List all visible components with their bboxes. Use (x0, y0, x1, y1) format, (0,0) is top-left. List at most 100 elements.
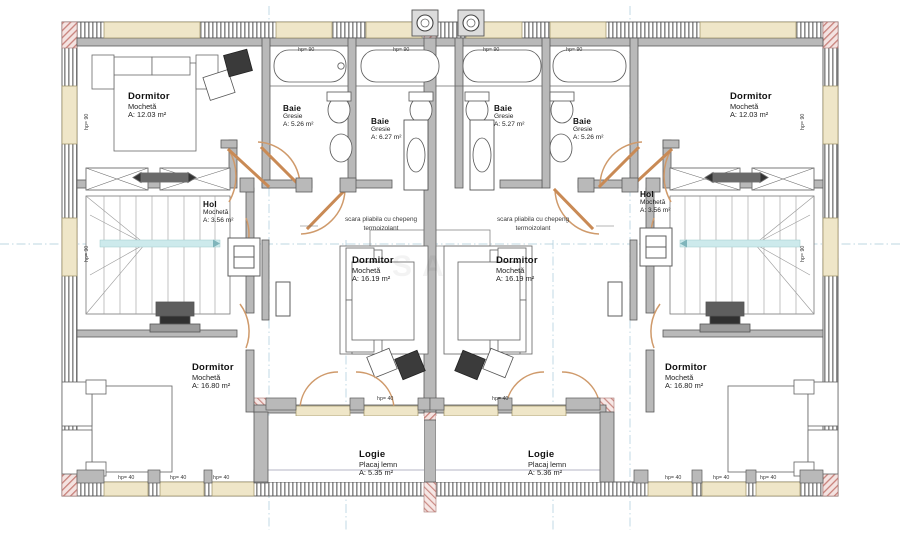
hp-left-side2: hp= 90 (84, 245, 90, 262)
room-area: A: 16.80 m² (665, 380, 704, 390)
staircase-left (85, 195, 231, 315)
room-name: Dormitor (496, 255, 538, 266)
room-finish: Placaj lemn (528, 459, 567, 469)
bathtub-icon (360, 49, 440, 83)
hp-br-1: hp= 40 (665, 475, 682, 481)
bathtub-icon (273, 49, 347, 83)
room-name: Baie (371, 117, 390, 126)
room-area: A: 5.36 m² (528, 467, 563, 477)
door-jambs (239, 177, 661, 193)
hp-bl-3: hp= 40 (213, 475, 230, 481)
room-name: Hol (640, 190, 654, 199)
window-piers (76, 397, 824, 484)
bathroom-fixtures (273, 49, 627, 191)
room-finish: Gresie (573, 126, 593, 134)
room-name: Hol (203, 200, 217, 209)
balustrade (85, 167, 815, 191)
room-area: A: 16.80 m² (192, 380, 231, 390)
hp-logie-r: hp= 40 (492, 396, 509, 402)
room-area: A: 3.56 m² (640, 206, 671, 214)
desk-center-right (454, 347, 514, 381)
furniture-dormitor-bottom-right (727, 379, 839, 477)
attic-hatch (369, 229, 491, 247)
windows (61, 21, 839, 497)
hp-left-side: hp= 90 (84, 113, 90, 130)
note-stair-right: scara pliabila cu chepeng termoizolant (496, 216, 570, 232)
hp-bath-1: hp= 90 (298, 47, 315, 53)
shaft-boxes (227, 227, 673, 317)
room-area: A: 5.26 m² (573, 133, 604, 141)
sink-icon (549, 133, 573, 163)
room-area: A: 12.03 m² (128, 109, 167, 119)
room-finish: Mochetă (352, 265, 381, 275)
bathtub-icon (462, 49, 542, 83)
stair-direction-arrow (679, 239, 801, 248)
room-name: Dormitor (730, 91, 772, 102)
room-finish: Mochetă (730, 101, 759, 111)
sink-icon (329, 133, 353, 163)
room-finish: Mochetă (128, 101, 157, 111)
watermark: SA (392, 250, 454, 284)
room-area: A: 5.35 m² (359, 467, 394, 477)
room-finish: Gresie (494, 113, 514, 121)
bathtub-icon (552, 49, 627, 83)
hp-bath-4: hp= 90 (566, 47, 583, 53)
shower-icon (406, 137, 426, 173)
nightstand-icon (91, 54, 115, 90)
room-name: Dormitor (128, 91, 170, 102)
desk-chair-top-left (202, 48, 253, 101)
tv-unit-left (149, 301, 201, 333)
stair-direction-arrow (99, 239, 221, 248)
room-name: Dormitor (192, 362, 234, 373)
room-finish: Mochetă (203, 209, 229, 217)
tv-unit-right (699, 301, 751, 333)
desk-icon (223, 48, 253, 78)
hp-br-3: hp= 40 (760, 475, 777, 481)
room-area: A: 16.19 m² (496, 273, 535, 283)
furniture-dormitor-top-left (91, 54, 219, 152)
hp-bath-3: hp= 90 (483, 47, 500, 53)
hp-br-2: hp= 40 (713, 475, 730, 481)
bed-icon (113, 62, 197, 152)
room-finish: Mochetă (496, 265, 525, 275)
staircase-right (669, 195, 815, 315)
hp-bath-2: hp= 90 (393, 47, 410, 53)
room-area: A: 16.19 m² (352, 273, 391, 283)
room-finish: Gresie (371, 126, 391, 134)
vent-stack-icons (411, 9, 485, 37)
hp-right-side: hp= 90 (800, 113, 806, 130)
hp-right-side2: hp= 90 (800, 245, 806, 262)
room-area: A: 6.27 m² (371, 133, 402, 141)
room-name: Dormitor (665, 362, 707, 373)
furniture-center-bedrooms (339, 245, 533, 355)
room-finish: Mochetă (640, 199, 666, 207)
furniture-dormitor-bottom-left (61, 379, 173, 477)
desk-center-left (366, 347, 426, 381)
room-area: A: 12.03 m² (730, 109, 769, 119)
room-area: A: 3.56 m² (203, 216, 234, 224)
room-name: Dormitor (352, 255, 394, 266)
room-finish: Gresie (283, 113, 303, 121)
room-name: Baie (573, 117, 592, 126)
bed-icon (727, 385, 809, 473)
chair-icon (202, 69, 236, 101)
room-area: A: 5.27 m² (494, 120, 525, 128)
shower-icon (472, 137, 492, 173)
room-name: Baie (494, 104, 513, 113)
bed-icon (91, 385, 173, 473)
room-finish: Placaj lemn (359, 459, 398, 469)
room-finish: Mochetă (665, 372, 694, 382)
room-name: Logie (528, 449, 555, 460)
